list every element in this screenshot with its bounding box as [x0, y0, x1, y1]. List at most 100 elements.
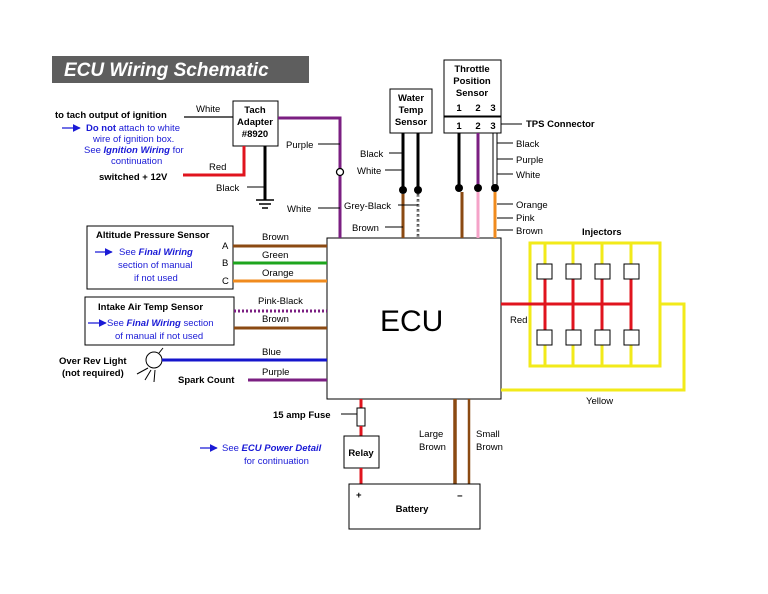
tps-pin-top-3: 3 [490, 103, 495, 114]
relay-box [343, 435, 380, 469]
tps-connector-dot-3 [491, 184, 499, 192]
altitude-sensor-box [86, 225, 234, 290]
relay-label: Relay [348, 448, 374, 459]
ecu-label: ECU [380, 305, 443, 338]
tps-connector-dot-1 [455, 184, 463, 192]
small-brown-label-2: Brown [476, 442, 503, 453]
tps-connector-label: TPS Connector [526, 119, 595, 130]
large-brown-label-1: Large [419, 429, 443, 440]
tps-black-label: Black [516, 139, 539, 150]
water-grey-label: Grey-Black [344, 201, 391, 212]
water-temp-box [389, 88, 433, 134]
tps-white-label: White [516, 170, 540, 181]
tps-pin-bottom-3: 3 [490, 121, 495, 132]
injectors-yellow-label: Yellow [586, 396, 613, 407]
altitude-link: Final Wiring [139, 247, 193, 258]
tps-pin-bottom-2: 2 [475, 121, 480, 132]
injector-7 [594, 329, 611, 346]
tach-adapter-box [232, 100, 279, 147]
ecu-box [326, 237, 502, 400]
title-bar [52, 56, 309, 83]
altitude-line3: if not used [134, 273, 178, 284]
injector-3 [594, 263, 611, 280]
diagram-title: ECU Wiring Schematic [64, 60, 269, 81]
bulb-ray-3 [153, 369, 156, 383]
altitude-title: Altitude Pressure Sensor [96, 230, 210, 241]
battery-plus: + [356, 490, 362, 501]
tach-box-line1: Tach [244, 105, 266, 116]
tach-red-wire [183, 146, 246, 177]
battery-label: Battery [396, 504, 429, 515]
tps-pin-top-1: 1 [456, 103, 462, 114]
intake-see: See [107, 318, 127, 329]
tach-white-out-label: White [287, 204, 311, 215]
altitude-brown-label: Brown [262, 232, 289, 243]
tps-box-line3: Sensor [456, 88, 489, 99]
bulb-ray-1 [136, 367, 149, 375]
bulb-ray-4 [158, 347, 164, 354]
tach-note-bold: Do not [86, 123, 117, 134]
over-rev-label-2: (not required) [62, 368, 124, 379]
tps-connector-dot-2 [474, 184, 482, 192]
water-black-label: Black [360, 149, 383, 160]
ignition-text: to tach output of ignition [55, 110, 167, 121]
water-brown-label: Brown [352, 223, 379, 234]
altitude-see: See [119, 247, 139, 258]
intake-link: Final Wiring [127, 318, 181, 329]
intake-line1: See Final Wiring section [107, 318, 214, 329]
tach-note-link: Ignition Wiring [104, 145, 171, 156]
altitude-pin-c: C [222, 276, 229, 287]
small-brown-label-1: Small [476, 429, 500, 440]
spark-count-label: Spark Count [178, 375, 235, 386]
tps-pin-top-2: 2 [475, 103, 480, 114]
tach-note-line1: Do not attach to white [86, 123, 180, 134]
tach-note-for: for [170, 145, 184, 156]
injector-8 [623, 329, 640, 346]
injector-4 [623, 263, 640, 280]
tach-note-rest: attach to white [116, 123, 180, 134]
injector-5 [536, 329, 553, 346]
tach-note-see: See [84, 145, 104, 156]
power-note-line2: for continuation [244, 456, 309, 467]
tps-box-line2: Position [453, 76, 491, 87]
over-rev-light-bulb [145, 351, 163, 369]
intake-sec: section [181, 318, 214, 329]
tach-note-line2: wire of ignition box. [92, 134, 174, 145]
altitude-orange-label: Orange [262, 268, 294, 279]
injector-boxes [536, 263, 640, 346]
power-note-line1: See ECU Power Detail [222, 443, 322, 454]
tach-black-label: Black [216, 183, 239, 194]
injector-2 [565, 263, 582, 280]
over-rev-blue-label: Blue [262, 347, 281, 358]
large-brown-label-2: Brown [419, 442, 446, 453]
altitude-line2: section of manual [118, 260, 192, 271]
tach-white-connector [335, 167, 345, 177]
tach-red-label: Red [209, 162, 226, 173]
power-note-see: See [222, 443, 242, 454]
fuse-box [356, 407, 366, 427]
over-rev-label-1: Over Rev Light [59, 356, 127, 367]
tach-purple-label: Purple [286, 140, 313, 151]
altitude-pin-a: A [222, 241, 229, 252]
switched-12v-label: switched + 12V [99, 172, 168, 183]
intake-title: Intake Air Temp Sensor [98, 302, 203, 313]
water-connector-2 [414, 186, 422, 194]
tach-purple-wire [278, 116, 342, 238]
tps-brown-label: Brown [516, 226, 543, 237]
tach-note-line4: continuation [111, 156, 162, 167]
battery-box [348, 483, 481, 530]
fuse-label: 15 amp Fuse [273, 410, 331, 421]
tps-box [443, 59, 502, 117]
battery-minus: − [457, 491, 463, 502]
injectors-label: Injectors [582, 227, 622, 238]
tps-pin-bottom-1: 1 [456, 121, 462, 132]
altitude-line1: See Final Wiring [119, 247, 193, 258]
water-box-line2: Temp [399, 105, 424, 116]
injector-red-harness [501, 270, 633, 330]
tach-box-line2: Adapter [237, 117, 273, 128]
injector-yellow-harness [501, 241, 686, 392]
water-box-line3: Sensor [395, 117, 428, 128]
intake-line2: of manual if not used [115, 331, 203, 342]
tps-purple-label: Purple [516, 155, 543, 166]
